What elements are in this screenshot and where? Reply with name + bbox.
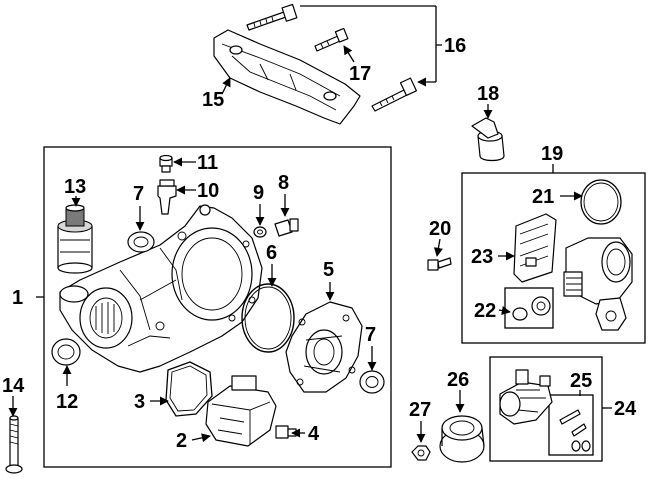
callout-7-lower: 7 <box>365 324 376 346</box>
callout-6: 6 <box>266 242 277 264</box>
callout-27: 27 <box>409 399 431 421</box>
callout-15: 15 <box>202 89 224 111</box>
gasket-icon <box>580 179 622 225</box>
bolt-icon <box>427 257 452 271</box>
control-module-icon <box>205 375 277 447</box>
circuit-board-icon <box>513 213 557 283</box>
drain-plug-icon <box>159 154 173 173</box>
bolt-icon <box>5 415 23 474</box>
sensor-icon <box>157 179 177 215</box>
callout-9: 9 <box>253 182 264 204</box>
callout-10: 10 <box>197 180 219 202</box>
callout-1: 1 <box>12 287 23 309</box>
callout-17: 17 <box>349 63 371 85</box>
callout-25: 25 <box>570 370 592 392</box>
bushing-icon <box>57 204 93 274</box>
bolt-icon <box>559 409 591 452</box>
differential-cover-icon <box>285 301 363 393</box>
bolt-icon <box>275 425 297 439</box>
callout-18: 18 <box>477 83 499 105</box>
callout-5: 5 <box>323 259 334 281</box>
bolt-kit-box <box>548 394 594 456</box>
gasket-icon <box>241 283 295 353</box>
oil-seal-icon <box>512 296 551 321</box>
differential-housing-icon <box>59 204 263 373</box>
callout-23: 23 <box>471 246 493 268</box>
mount-bracket-icon <box>213 29 361 125</box>
motor-assembly-box <box>489 356 603 462</box>
leader-lines <box>8 5 612 443</box>
callout-12: 12 <box>56 391 78 413</box>
bolt-icon <box>246 3 298 31</box>
callout-labels: 1 2 3 4 5 6 7 7 8 9 10 11 12 13 14 15 16… <box>2 35 637 452</box>
callout-22: 22 <box>474 300 496 322</box>
callout-4: 4 <box>308 423 320 445</box>
oil-seal-icon <box>359 370 385 394</box>
gasket-icon <box>165 361 213 417</box>
main-assembly-box <box>43 146 392 468</box>
callout-8: 8 <box>278 172 289 194</box>
callout-3: 3 <box>134 391 145 413</box>
callout-19: 19 <box>541 143 563 165</box>
callout-24: 24 <box>614 398 637 420</box>
nut-icon <box>411 445 431 461</box>
callout-21: 21 <box>532 186 554 208</box>
bolt-icon <box>371 77 417 112</box>
callout-11: 11 <box>197 152 218 174</box>
fill-plug-icon <box>274 218 299 237</box>
bolt-icon <box>314 27 349 52</box>
washer-icon <box>253 226 267 238</box>
actuator-motor-icon <box>499 369 553 425</box>
callout-7-upper: 7 <box>133 183 144 205</box>
callout-20: 20 <box>429 218 451 240</box>
callout-26: 26 <box>447 369 469 391</box>
mount-bushing-icon <box>471 117 505 162</box>
oil-seal-icon <box>127 231 155 253</box>
actuator-motor-icon <box>563 237 633 331</box>
callout-16: 16 <box>444 35 466 57</box>
callout-2: 2 <box>176 430 187 452</box>
oil-seal-icon <box>51 338 81 366</box>
seal-cap-icon <box>439 415 485 463</box>
callout-14: 14 <box>2 375 25 397</box>
callout-13: 13 <box>64 176 86 198</box>
